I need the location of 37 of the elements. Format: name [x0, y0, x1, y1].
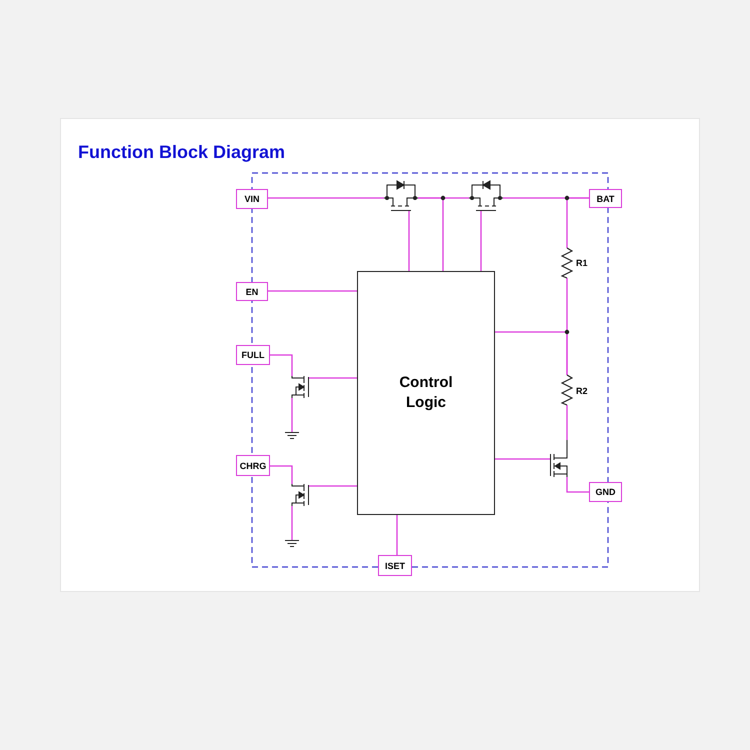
resistor-symbol: [562, 248, 572, 278]
wire: [270, 354, 293, 376]
wire: [268, 197, 384, 199]
wire: [268, 290, 357, 292]
transistor-symbol: [292, 484, 309, 506]
wire: [495, 331, 568, 375]
wire: [309, 377, 357, 379]
wire: [480, 211, 482, 271]
wire: [291, 398, 293, 432]
wire: [566, 197, 589, 248]
transistor-symbol: [292, 376, 309, 398]
wire: [396, 515, 398, 555]
wire: [495, 458, 550, 460]
transistor-symbol: [550, 440, 567, 477]
transistor-symbol: [469, 180, 503, 211]
pin-label: VIN: [236, 189, 268, 209]
resistor-symbol: [562, 375, 572, 405]
wire: [566, 405, 568, 440]
wire: [408, 211, 410, 271]
logic-block: Control Logic: [357, 271, 495, 515]
pin-label: GND: [589, 482, 622, 502]
resistor-label: R1: [576, 258, 588, 268]
ground-symbol: [285, 432, 299, 439]
wire: [418, 197, 444, 271]
wire: [566, 477, 589, 493]
pin-label: ISET: [378, 555, 412, 576]
resistor-label: R2: [576, 386, 588, 396]
transistor-symbol: [384, 180, 418, 211]
wire: [291, 506, 293, 540]
pin-label: FULL: [236, 345, 270, 365]
diagram-title: Function Block Diagram: [78, 141, 286, 163]
pin-label: CHRG: [236, 455, 270, 476]
ground-symbol: [285, 540, 299, 547]
wire: [309, 485, 357, 487]
pin-label: EN: [236, 282, 268, 301]
wire: [270, 465, 293, 484]
pin-label: BAT: [589, 189, 622, 208]
